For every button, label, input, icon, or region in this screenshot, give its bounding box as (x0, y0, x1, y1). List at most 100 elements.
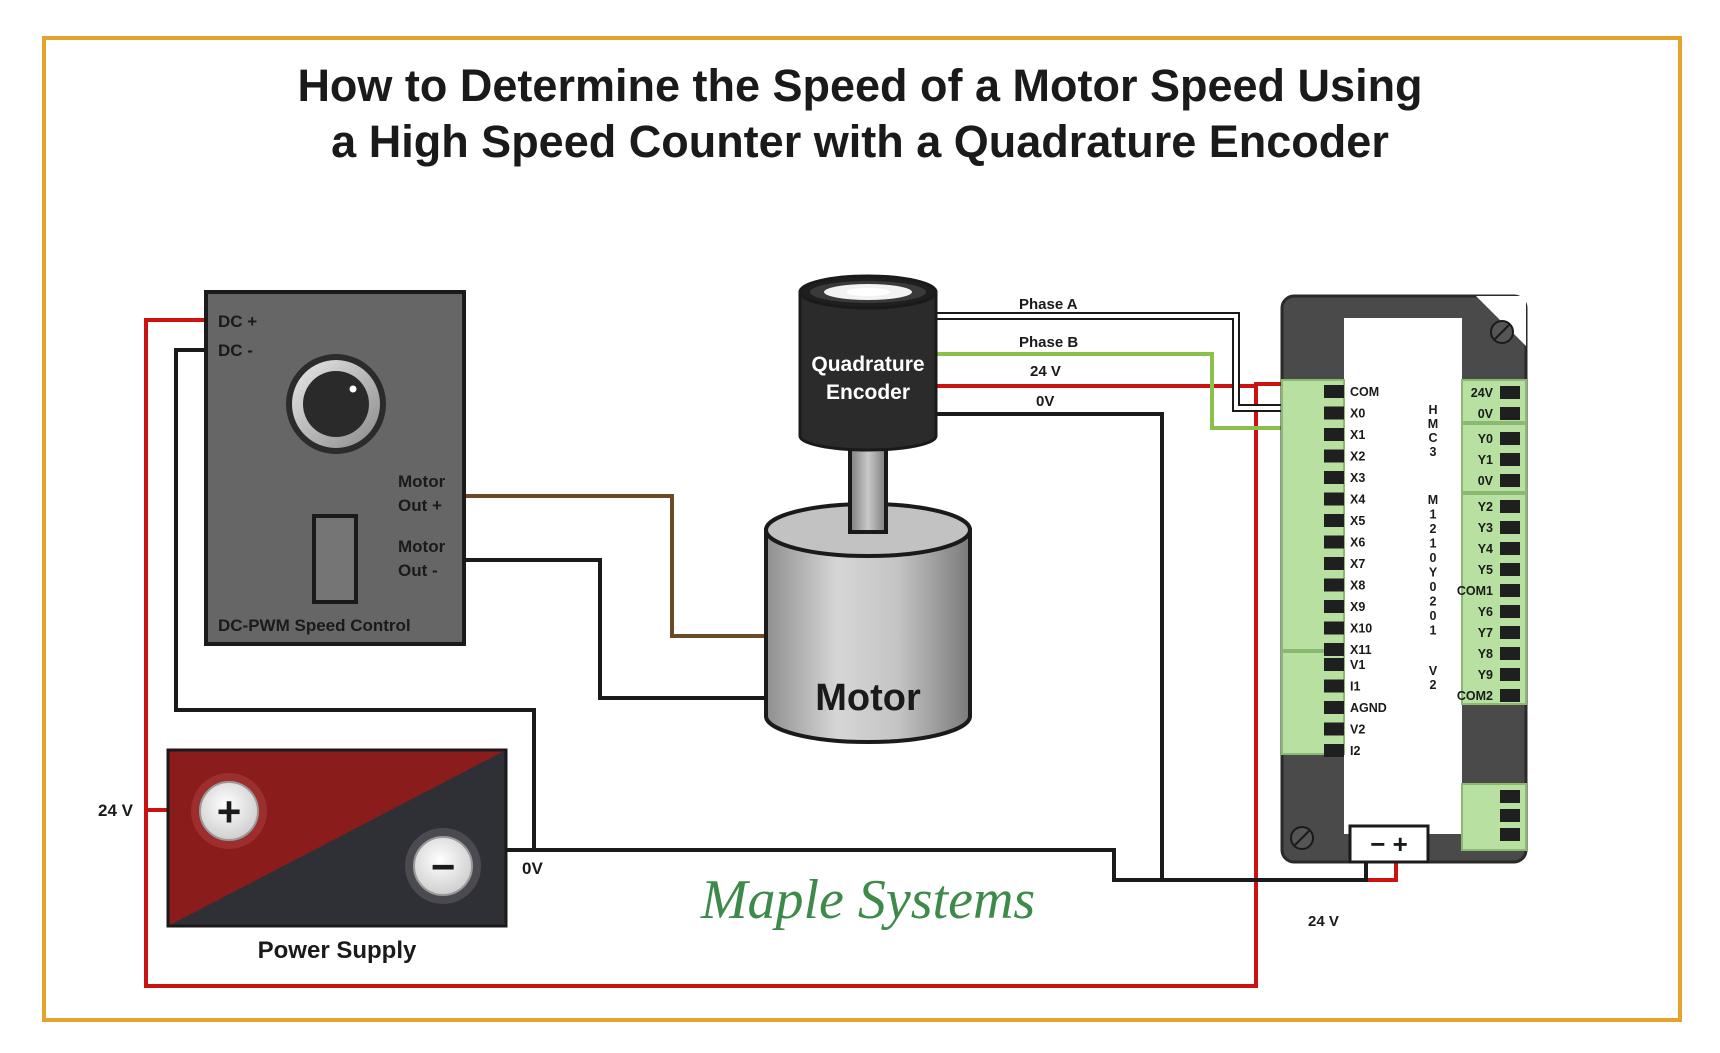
output-label-4: 0V (1478, 474, 1494, 488)
output-pin-11 (1500, 626, 1520, 639)
input-label-12: X11 (1350, 643, 1372, 657)
analog-pin-3 (1324, 722, 1344, 736)
input-label-11: X10 (1350, 622, 1372, 636)
wires (144, 312, 1398, 988)
phase-a-label: Phase A (1019, 296, 1078, 313)
output-pin-13 (1500, 668, 1520, 681)
phase-b-label: Phase B (1019, 334, 1078, 351)
plc-controller: COMX0X1X2X3X4X5X6X7X8X9X10X11V1I1AGNDV2I… (1280, 294, 1528, 864)
model-bottom-char-1: 2 (1430, 678, 1437, 692)
motor-label: Motor (815, 677, 921, 719)
output-label-13: Y9 (1478, 668, 1493, 682)
output-label-7: Y4 (1478, 542, 1493, 556)
encoder-label-line1: Quadrature (811, 353, 924, 376)
output-label-9: COM1 (1457, 584, 1493, 598)
input-label-5: X4 (1350, 493, 1365, 507)
model-top-char-0: H (1428, 403, 1437, 417)
power-pin-2 (1500, 828, 1520, 841)
analog-pin-0 (1324, 658, 1344, 671)
input-label-3: X2 (1350, 450, 1365, 464)
model-mid-char-1: 1 (1430, 508, 1437, 522)
wire-dc-minus (174, 348, 536, 850)
encoder-label-line2: Encoder (826, 381, 910, 404)
ps-0v-label: 0V (522, 859, 543, 878)
output-pin-1 (1500, 407, 1520, 420)
input-label-0: COM (1350, 385, 1379, 399)
output-pin-7 (1500, 542, 1520, 555)
input-pin-6 (1324, 514, 1344, 527)
speed-knob[interactable] (286, 354, 386, 454)
input-pin-3 (1324, 449, 1344, 463)
output-pin-10 (1500, 605, 1520, 618)
power-pin-1 (1500, 809, 1520, 822)
ps-minus-terminal: − (405, 828, 481, 904)
model-mid-char-5: Y (1429, 566, 1438, 580)
analog-label-1: I1 (1350, 680, 1360, 694)
output-pin-12 (1500, 647, 1520, 660)
encoder-0v-label: 0V (1036, 393, 1054, 410)
minus-icon: − (431, 843, 456, 890)
power-supply-label: Power Supply (258, 937, 417, 964)
model-top-char-1: M (1428, 417, 1438, 431)
motor-body: Motor (764, 444, 972, 744)
model-top-char-3: 3 (1430, 445, 1437, 459)
speed-switch[interactable] (312, 514, 358, 604)
input-pin-7 (1324, 535, 1344, 549)
diagram-title: How to Determine the Speed of a Motor Sp… (0, 58, 1720, 170)
plc-power-terminal-label: − + (1370, 829, 1408, 859)
input-pin-1 (1324, 406, 1344, 420)
model-top-char-2: C (1428, 431, 1437, 445)
input-label-7: X6 (1350, 536, 1365, 550)
output-label-0: 24V (1471, 386, 1494, 400)
plus-icon: + (217, 788, 242, 835)
speed-control-unit: DC + DC - Motor Out + Motor Out - DC-PWM… (204, 290, 466, 646)
output-label-8: Y5 (1478, 563, 1493, 577)
input-label-2: X1 (1350, 428, 1365, 442)
output-pin-8 (1500, 563, 1520, 576)
model-mid-char-9: 1 (1430, 624, 1437, 638)
input-pin-0 (1324, 385, 1344, 398)
analog-pin-4 (1324, 744, 1344, 757)
plc-pins: COMX0X1X2X3X4X5X6X7X8X9X10X11V1I1AGNDV2I… (1324, 385, 1520, 841)
input-label-1: X0 (1350, 407, 1365, 421)
wire-phase-a (936, 314, 1322, 410)
wire-phase-a-outline (936, 312, 1322, 412)
input-label-8: X7 (1350, 557, 1365, 571)
output-label-5: Y2 (1478, 500, 1493, 514)
input-pin-10 (1324, 600, 1344, 613)
output-pin-14 (1500, 689, 1520, 702)
power-pin-0 (1500, 790, 1520, 803)
model-mid-char-8: 0 (1430, 609, 1437, 623)
output-label-1: 0V (1478, 407, 1494, 421)
quadrature-encoder: Quadrature Encoder (798, 274, 938, 452)
model-mid-char-2: 2 (1430, 522, 1437, 536)
input-label-10: X9 (1350, 600, 1365, 614)
motor-out-minus-line1: Motor (398, 537, 446, 556)
encoder-24v-label: 24 V (1030, 363, 1061, 380)
output-pin-0 (1500, 386, 1520, 399)
motor-out-plus-line2: Out + (398, 496, 442, 515)
output-label-10: Y6 (1478, 605, 1493, 619)
model-mid-char-3: 1 (1430, 537, 1437, 551)
output-label-14: COM2 (1457, 689, 1493, 703)
model-mid-char-0: M (1428, 493, 1438, 507)
model-bottom-char-0: V (1429, 664, 1438, 678)
input-label-4: X3 (1350, 471, 1365, 485)
dc-minus-label: DC - (218, 341, 253, 360)
input-label-9: X8 (1350, 579, 1365, 593)
wire-phase-b (936, 352, 1322, 430)
analog-pin-2 (1324, 701, 1344, 714)
wire-motor-minus (464, 558, 768, 700)
input-pin-9 (1324, 578, 1344, 592)
output-label-2: Y0 (1478, 432, 1493, 446)
wire-24v-main (144, 318, 1322, 988)
title-line-1: How to Determine the Speed of a Motor Sp… (297, 60, 1423, 111)
model-mid-char-6: 0 (1430, 580, 1437, 594)
analog-label-2: AGND (1350, 701, 1387, 715)
analog-label-4: I2 (1350, 744, 1360, 758)
model-mid-char-7: 2 (1430, 595, 1437, 609)
output-pin-2 (1500, 432, 1520, 445)
input-pin-4 (1324, 471, 1344, 484)
output-label-3: Y1 (1478, 453, 1493, 467)
